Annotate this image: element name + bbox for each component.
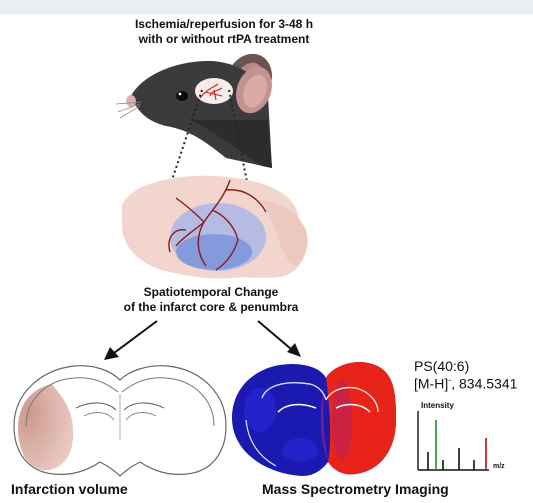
title-line-2: with or without rtPA treatment — [138, 32, 310, 46]
right-panel-label: Mass Spectrometry Imaging — [262, 481, 449, 497]
arrow-down-left-icon — [104, 320, 158, 360]
caption-line-1: Spatiotemporal Change — [143, 285, 279, 299]
arrow-down-right-icon — [257, 320, 301, 357]
top-band — [0, 0, 533, 14]
infarct-core-region — [176, 234, 252, 270]
ion-prefix: [M-H] — [414, 375, 449, 392]
title-line-1: Ischemia/reperfusion for 3-48 h — [134, 17, 314, 31]
ion-charge: - — [448, 375, 452, 385]
brain-slice-icon — [13, 365, 227, 477]
mouse-head-icon — [115, 53, 272, 168]
projection-line-right — [228, 89, 250, 193]
caption-line-2: of the infarct core & penumbra — [123, 300, 299, 314]
ion-mass: , 834.5341 — [451, 375, 518, 392]
ion-label: [M-H]-, 834.5341 — [414, 375, 517, 392]
brain-side-view-icon — [122, 175, 308, 279]
left-panel-label: Infarction volume — [11, 481, 128, 497]
spectrum-y-label: Intensity — [421, 401, 454, 410]
lipid-label: PS(40:6) — [414, 358, 470, 374]
mass-spectrum-icon — [417, 411, 489, 471]
ms-image-icon — [232, 362, 396, 476]
spectrum-x-label: m/z — [493, 463, 505, 470]
